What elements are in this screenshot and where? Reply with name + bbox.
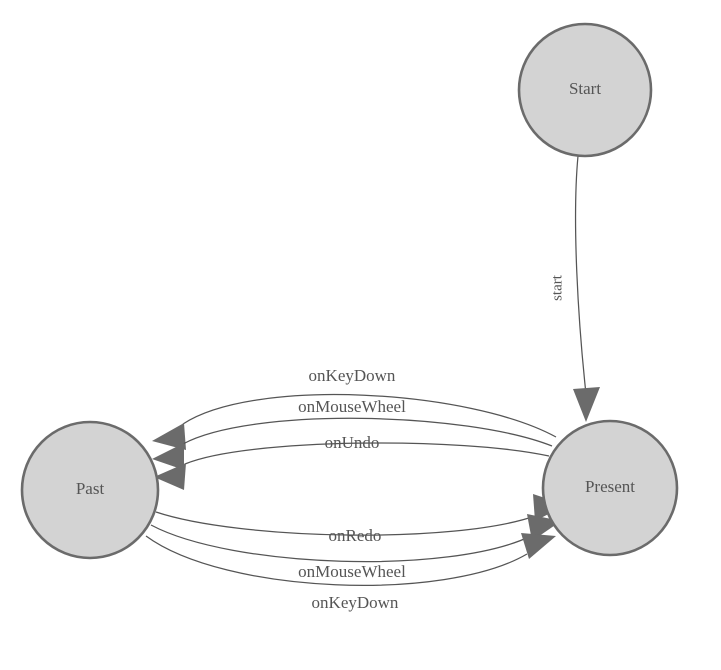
edge-present-to-past-keydown-path bbox=[182, 394, 557, 438]
node-past[interactable]: Past bbox=[20, 420, 160, 560]
edge-present-to-past-keydown[interactable] bbox=[152, 394, 557, 450]
arrowhead-past-keydown bbox=[152, 423, 186, 450]
arrowhead-present-from-start bbox=[573, 387, 600, 422]
edge-present-to-past-undo-path bbox=[184, 442, 550, 465]
edge-label-past-present-mousewheel: onMouseWheel bbox=[298, 562, 406, 581]
arrowhead-present-keydown bbox=[521, 533, 556, 559]
edge-label-past-present-keydown: onKeyDown bbox=[312, 593, 399, 612]
edge-past-to-present-keydown-path bbox=[145, 535, 528, 586]
node-past-circle bbox=[20, 420, 160, 560]
edge-past-to-present-redo-path bbox=[155, 511, 536, 536]
node-present-circle bbox=[541, 419, 679, 557]
edge-present-to-past-mousewheel[interactable] bbox=[152, 417, 553, 470]
edge-start-to-present-path bbox=[574, 155, 587, 395]
edge-start-to-present[interactable] bbox=[573, 155, 600, 422]
edge-label-present-past-undo: onUndo bbox=[325, 433, 380, 452]
edge-present-to-past-mousewheel-path bbox=[182, 417, 553, 447]
node-present[interactable]: Present bbox=[541, 419, 679, 557]
arrowhead-past-undo bbox=[154, 463, 186, 490]
edge-label-present-past-keydown: onKeyDown bbox=[309, 366, 396, 385]
edge-label-present-past-mousewheel: onMouseWheel bbox=[298, 397, 406, 416]
node-past-label: Past bbox=[76, 479, 105, 498]
edge-past-to-present-keydown[interactable] bbox=[145, 533, 556, 586]
edge-present-to-past-undo[interactable] bbox=[154, 442, 550, 490]
edge-label-past-present-redo: onRedo bbox=[329, 526, 382, 545]
node-start-label: Start bbox=[569, 79, 601, 98]
edge-label-start: start bbox=[549, 274, 565, 301]
node-start-circle bbox=[517, 22, 653, 158]
edge-past-to-present-mousewheel-path bbox=[150, 524, 532, 563]
node-present-label: Present bbox=[585, 477, 635, 496]
node-start[interactable]: Start bbox=[517, 22, 653, 158]
arrowhead-past-mousewheel bbox=[152, 443, 184, 470]
